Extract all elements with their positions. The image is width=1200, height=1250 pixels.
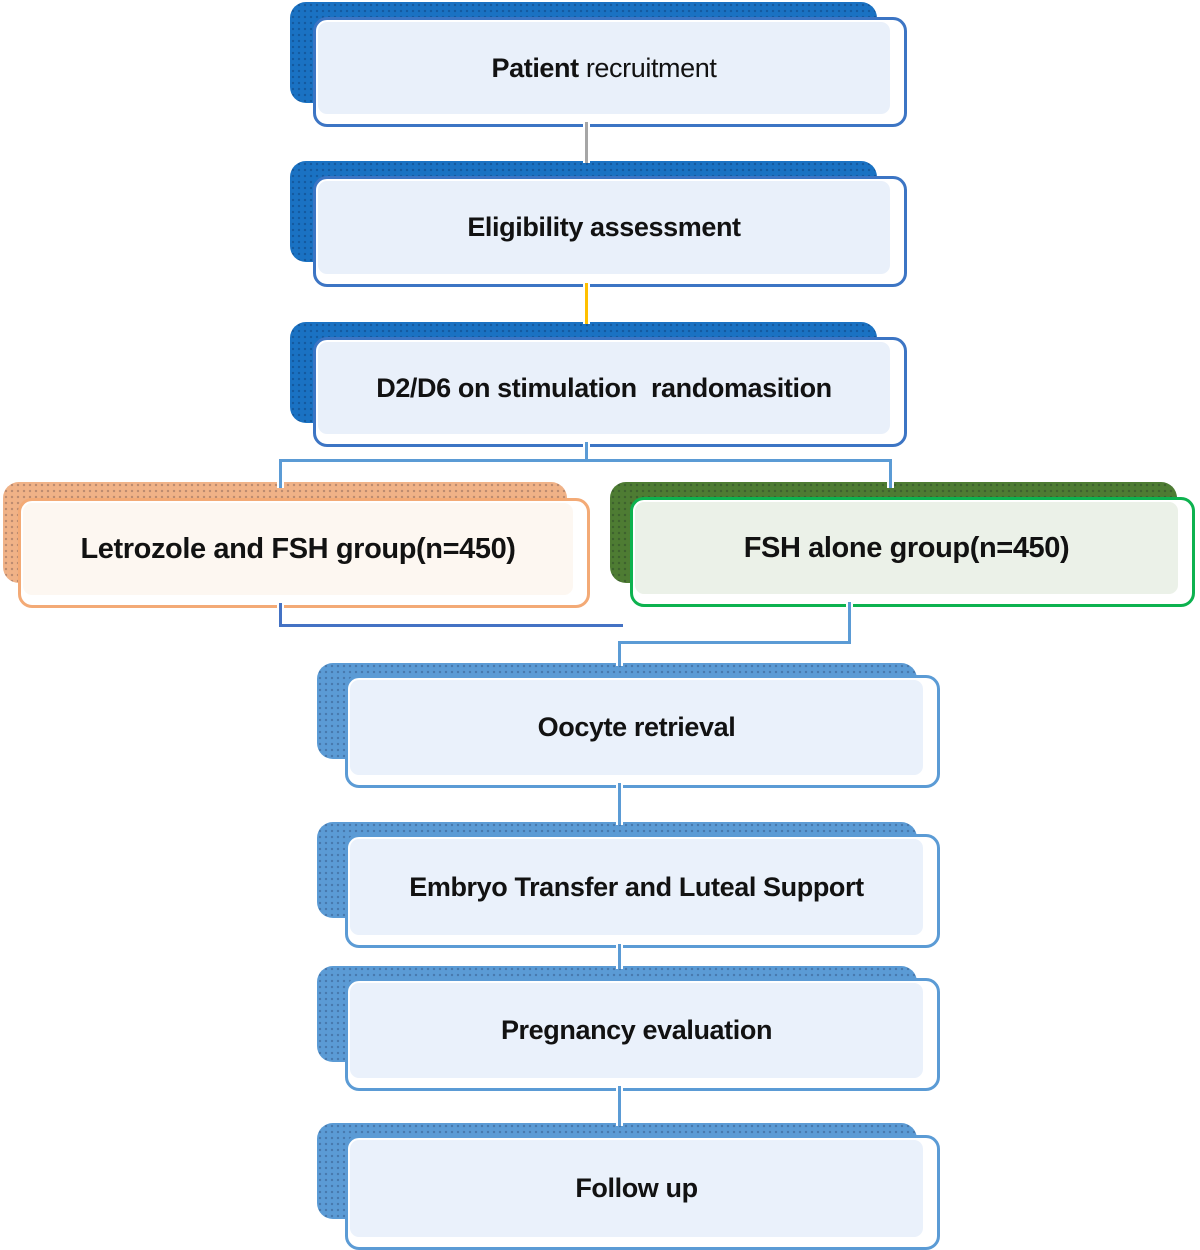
- node-fill: [23, 503, 573, 595]
- node-fill: [635, 502, 1178, 594]
- node-fsh-group: FSH alone group(n=450): [610, 482, 1195, 607]
- node-fill: [318, 22, 890, 114]
- edge-letrozole-merge-vertical: [279, 603, 282, 627]
- node-eligibility-assessment: Eligibility assessment: [290, 161, 907, 287]
- edge-pregnancy-to-followup: [618, 1086, 621, 1126]
- edge-branch-right-stub: [889, 459, 892, 488]
- node-label: Pregnancy evaluation: [500, 1015, 773, 1045]
- edge-eligibility-to-randomisation: [585, 283, 588, 324]
- node-letrozole-group: Letrozole and FSH group(n=450): [3, 482, 590, 608]
- node-label: Letrozole and FSH group(n=450): [80, 532, 516, 565]
- node-patient-recruitment: Patient recruitment: [290, 2, 907, 127]
- node-fill: [350, 680, 923, 775]
- node-label: Oocyte retrieval: [537, 712, 736, 742]
- node-label: Embryo Transfer and Luteal Support: [409, 871, 864, 902]
- edge-fsh-merge-horizontal: [618, 641, 851, 644]
- node-fill: [318, 342, 890, 434]
- edge-embryo-to-pregnancy: [618, 944, 621, 969]
- edge-branch-left-stub: [279, 459, 282, 488]
- edge-fsh-merge-vertical: [848, 602, 851, 644]
- node-fill: [350, 839, 923, 935]
- node-fill: [350, 983, 923, 1078]
- edge-recruitment-to-eligibility: [585, 122, 588, 163]
- edge-randomisation-stub: [585, 442, 588, 462]
- node-follow-up: Follow up: [317, 1123, 940, 1250]
- node-label: FSH alone group(n=450): [743, 531, 1070, 564]
- node-fill: [318, 181, 890, 274]
- node-pregnancy-evaluation: Pregnancy evaluation: [317, 966, 940, 1091]
- edge-letrozole-merge-horizontal: [281, 624, 623, 627]
- edge-branch-horizontal: [279, 459, 892, 462]
- node-oocyte-retrieval: Oocyte retrieval: [317, 663, 940, 788]
- edge-oocyte-to-embryo: [618, 783, 621, 825]
- node-label: D2/D6 on stimulation randomasition: [376, 372, 832, 403]
- node-randomisation: D2/D6 on stimulation randomasition: [290, 322, 907, 447]
- node-label: Eligibility assessment: [467, 212, 741, 242]
- node-label: Follow up: [575, 1173, 698, 1203]
- node-label: Patient recruitment: [491, 52, 717, 83]
- node-embryo-transfer: Embryo Transfer and Luteal Support: [317, 822, 940, 948]
- node-fill: [350, 1140, 923, 1237]
- edge-merge-to-oocyte: [618, 641, 621, 666]
